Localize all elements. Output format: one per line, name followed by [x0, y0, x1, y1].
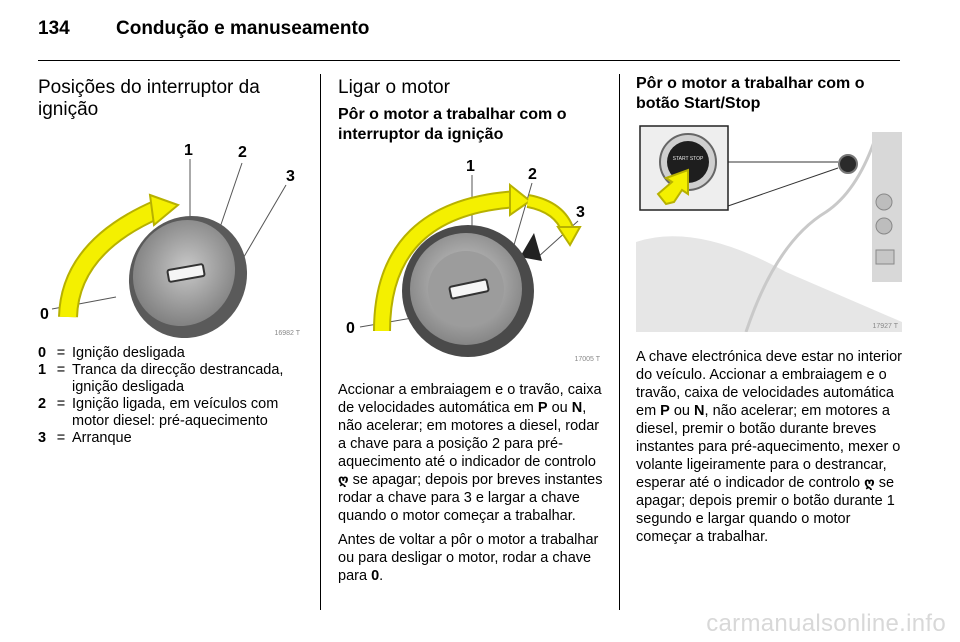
gear-position-n: N	[571, 400, 583, 416]
dashboard-shape	[636, 236, 902, 332]
ignition-key-figure: 1 2 3 0 17005 T	[338, 153, 604, 365]
leader-line	[727, 167, 839, 207]
section-title: Ligar o motor	[338, 77, 450, 98]
text-run: ou	[547, 400, 572, 416]
ignition-key-illustration: 1 2 3 0	[346, 158, 585, 357]
gear-position-p: P	[537, 400, 548, 416]
header-rule	[38, 60, 900, 61]
ignition-switch-illustration: 1 2 3 0	[40, 142, 295, 339]
text-run: A chave electrónica deve estar no interi…	[636, 349, 902, 419]
legend-text: Arranque	[72, 430, 132, 446]
start-stop-illustration: START STOP	[636, 122, 902, 333]
paragraph: Antes de voltar a pôr o motor a trabalha…	[338, 531, 606, 585]
position-label-3: 3	[286, 168, 295, 185]
legend-item: 3 = Arranque	[38, 430, 306, 447]
text-run: se apagar; depois premir o botão durante…	[636, 475, 895, 545]
legend-text: Ignição ligada, em veículos com motor di…	[72, 396, 279, 429]
legend-equals: =	[56, 430, 66, 446]
position-label-2: 2	[528, 166, 537, 183]
press-arrow-icon	[656, 168, 689, 206]
paragraph: A chave electrónica deve estar no interi…	[636, 348, 904, 546]
return-arrow-icon	[520, 233, 542, 261]
column-divider	[320, 74, 321, 610]
column-start-stop-button: Pôr o motor a trabalhar com o botão Star…	[636, 74, 904, 546]
arrow-head	[509, 182, 532, 217]
leader-line	[237, 184, 287, 268]
legend-key: 2	[38, 396, 47, 412]
paragraph: Accionar a embraiagem e o travão, caixa …	[338, 381, 606, 525]
legend-key: 1	[38, 362, 47, 378]
legend-equals: =	[56, 362, 66, 378]
start-stop-figure: START STOP 17927 T	[636, 122, 902, 333]
figure-code: 17005 T	[574, 356, 600, 363]
legend-item: 1 = Tranca da direcção destrancada, igni…	[38, 362, 306, 396]
text-run: , não acelerar; em motores a diesel, rod…	[338, 400, 600, 470]
position-label-0: 0	[346, 320, 355, 337]
dashboard-contour	[744, 141, 876, 333]
legend-text: Ignição desligada	[72, 345, 185, 361]
text-run: .	[379, 568, 384, 584]
start-stop-button-icon	[667, 141, 709, 183]
position-label-0: 0	[40, 306, 49, 323]
console-knob-icon	[875, 193, 893, 211]
subsection-title: Pôr o motor a trabalhar com o interrupto…	[338, 106, 567, 143]
key-slot-icon	[166, 263, 206, 283]
text-run: Accionar a embraiagem e o travão, caixa …	[338, 382, 602, 416]
start-stop-button-small-icon	[838, 154, 858, 174]
glow-plug-icon: ღ	[338, 472, 349, 487]
legend-text: Tranca da direcção destrancada, ignição …	[72, 362, 284, 395]
gear-position-n: N	[694, 403, 705, 419]
arrow-head	[148, 193, 180, 227]
legend-item: 0 = Ignição desligada	[38, 345, 306, 362]
gear-position-p: P	[660, 403, 670, 419]
legend-equals: =	[56, 345, 66, 361]
ignition-switch-figure: 1 2 3 0 16982 T	[38, 127, 304, 339]
leader-line	[513, 182, 533, 246]
position-label-1: 1	[466, 158, 475, 175]
legend-equals: =	[56, 396, 66, 412]
console-button-icon	[875, 249, 895, 265]
watermark: carmanualsonline.info	[706, 610, 946, 637]
position-label-1: 1	[184, 142, 193, 159]
column-divider	[619, 74, 620, 610]
figure-code: 16982 T	[274, 330, 300, 337]
page-header: 134 Condução e manuseamento	[38, 18, 369, 42]
rotation-arrow	[375, 192, 519, 332]
page-number: 134	[38, 18, 70, 39]
legend-key: 3	[38, 430, 47, 446]
position-label-3: 3	[576, 204, 585, 221]
legend-key: 0	[38, 345, 47, 361]
text-run: , não acelerar; em motores a diesel, pre…	[636, 403, 901, 491]
rotation-arrow	[60, 201, 162, 318]
glow-plug-icon: ღ	[864, 475, 875, 490]
legend-list: 0 = Ignição desligada 1 = Tranca da dire…	[38, 345, 306, 447]
key-slot-icon	[448, 278, 490, 300]
text-run: Antes de voltar a pôr o motor a trabalha…	[338, 532, 599, 584]
arrow-head	[556, 226, 582, 247]
section-title: Posições do interruptor da ignição	[38, 77, 260, 120]
text-run: se apagar; depois por breves instantes r…	[338, 472, 603, 524]
legend-item: 2 = Ignição ligada, em veículos com moto…	[38, 396, 306, 430]
column-start-engine: Ligar o motor Pôr o motor a trabalhar co…	[338, 74, 606, 585]
column-ignition-positions: Posições do interruptor da ignição 1 2 3…	[38, 74, 306, 447]
console-knob-icon	[875, 217, 893, 235]
position-label-2: 2	[238, 144, 247, 161]
start-stop-label: START STOP	[673, 156, 704, 162]
figure-code: 17927 T	[872, 323, 898, 330]
key-position-0: 0	[371, 568, 380, 584]
section-title: Pôr o motor a trabalhar com o botão Star…	[636, 75, 865, 112]
text-run: ou	[669, 403, 695, 419]
chapter-title: Condução e manuseamento	[116, 18, 370, 39]
